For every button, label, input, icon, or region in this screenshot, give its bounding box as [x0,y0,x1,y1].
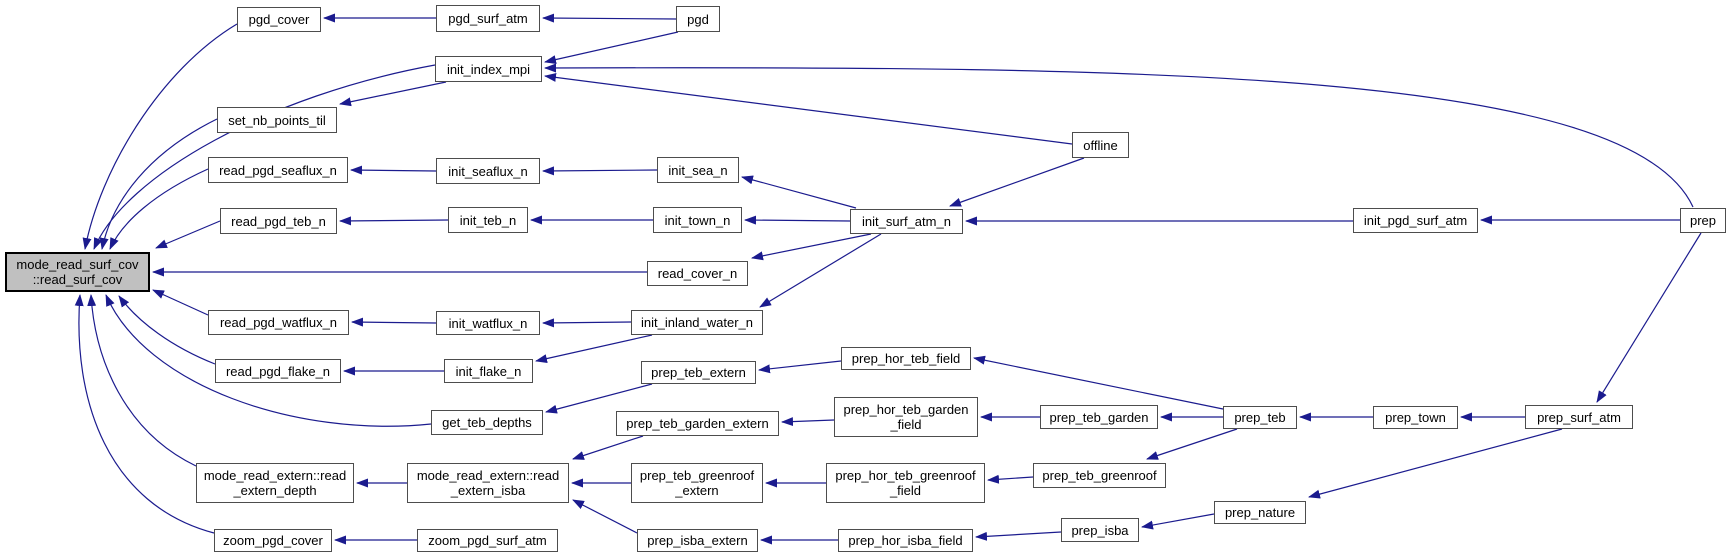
edge-init_surf_atm_n-to-init_town_n [744,215,851,225]
node-init_index_mpi[interactable]: init_index_mpi [435,56,542,82]
edge-prep-to-init_index_mpi [544,63,1694,208]
node-prep_hor_teb_field[interactable]: prep_hor_teb_field [841,347,971,370]
edge-init_surf_atm_n-to-read_cover_n [751,233,872,261]
node-read_pgd_watflux_n[interactable]: read_pgd_watflux_n [208,310,349,335]
node-pgd_cover[interactable]: pgd_cover [237,7,321,32]
node-init_sea_n[interactable]: init_sea_n [657,157,739,183]
edge-prep_hor_teb_field-to-prep_teb_extern [758,360,842,374]
node-init_flake_n[interactable]: init_flake_n [444,359,533,383]
node-read_pgd_flake_n[interactable]: read_pgd_flake_n [215,359,341,383]
edge-init_surf_atm_n-to-init_inland_water_n [759,233,882,308]
node-prep_hor_teb_garden_field[interactable]: prep_hor_teb_garden _field [834,397,978,437]
node-read_cover_n[interactable]: read_cover_n [647,261,748,286]
node-set_nb_points_til[interactable]: set_nb_points_til [217,107,337,133]
node-prep_town[interactable]: prep_town [1373,406,1458,429]
node-prep_teb_greenroof_extern[interactable]: prep_teb_greenroof _extern [631,463,763,503]
node-read_extern_depth[interactable]: mode_read_extern::read _extern_depth [196,463,354,503]
edge-prep_nature-to-prep_isba [1141,513,1215,530]
node-prep_isba_extern[interactable]: prep_isba_extern [637,529,758,552]
edge-read_pgd_teb_n-to-read_surf_cov [155,220,221,249]
node-prep_teb_garden[interactable]: prep_teb_garden [1040,405,1158,429]
edge-pgd_cover-to-read_surf_cov [82,23,238,250]
edge-prep_teb_greenroof-to-prep_hor_teb_greenroof_field [987,474,1034,484]
edge-get_teb_depths-to-read_surf_cov [105,294,432,427]
edge-pgd-to-init_index_mpi [544,31,679,64]
node-read_pgd_teb_n[interactable]: read_pgd_teb_n [220,208,337,234]
edge-pgd-to-pgd_surf_atm [542,13,677,23]
edge-offline-to-init_index_mpi [544,72,1073,145]
node-init_inland_water_n[interactable]: init_inland_water_n [631,310,763,335]
node-get_teb_depths[interactable]: get_teb_depths [431,410,543,435]
edge-read_extern_depth-to-read_surf_cov [87,294,197,467]
edge-init_watflux_n-to-read_pgd_watflux_n [351,317,437,327]
node-init_town_n[interactable]: init_town_n [653,207,742,233]
node-offline[interactable]: offline [1072,132,1129,158]
node-prep_hor_isba_field[interactable]: prep_hor_isba_field [838,529,973,552]
node-init_teb_n[interactable]: init_teb_n [448,207,528,233]
edge-prep_teb-to-prep_hor_teb_field [973,355,1224,410]
edge-prep-to-prep_surf_atm [1596,232,1702,403]
edge-read_pgd_seaflux_n-to-read_surf_cov [109,168,209,250]
node-prep_teb_greenroof[interactable]: prep_teb_greenroof [1033,463,1166,488]
edge-prep_teb-to-prep_teb_greenroof [1146,428,1238,460]
node-init_seaflux_n[interactable]: init_seaflux_n [436,158,540,184]
node-init_pgd_surf_atm[interactable]: init_pgd_surf_atm [1353,208,1478,233]
node-prep_hor_teb_greenroof_field[interactable]: prep_hor_teb_greenroof _field [826,463,985,503]
edge-init_index_mpi-to-read_surf_cov [93,64,436,250]
node-prep_nature[interactable]: prep_nature [1214,501,1306,524]
edge-init_inland_water_n-to-init_watflux_n [542,318,632,328]
node-prep_teb_garden_extern[interactable]: prep_teb_garden_extern [616,411,779,436]
node-read_pgd_seaflux_n[interactable]: read_pgd_seaflux_n [208,157,348,183]
edge-offline-to-init_surf_atm_n [949,157,1085,207]
edge-init_inland_water_n-to-init_flake_n [535,334,653,363]
node-init_watflux_n[interactable]: init_watflux_n [436,311,540,335]
edge-set_nb_points_til-to-read_surf_cov [99,118,218,250]
node-pgd_surf_atm[interactable]: pgd_surf_atm [436,5,540,32]
edge-prep_isba_extern-to-read_extern_isba [572,499,638,534]
edge-prep_surf_atm-to-prep_nature [1308,428,1563,499]
edge-init_index_mpi-to-set_nb_points_til [339,81,447,107]
edge-init_teb_n-to-read_pgd_teb_n [339,216,449,226]
edge-prep_hor_teb_garden_field-to-prep_teb_garden_extern [781,417,835,427]
node-prep[interactable]: prep [1680,208,1726,233]
edge-zoom_pgd_cover-to-read_surf_cov [74,294,215,534]
node-prep_isba[interactable]: prep_isba [1061,518,1139,542]
node-zoom_pgd_surf_atm[interactable]: zoom_pgd_surf_atm [417,529,558,552]
node-prep_surf_atm[interactable]: prep_surf_atm [1525,405,1633,429]
edge-init_surf_atm_n-to-init_sea_n [741,175,857,209]
node-zoom_pgd_cover[interactable]: zoom_pgd_cover [214,529,332,552]
node-read_extern_isba[interactable]: mode_read_extern::read _extern_isba [407,463,569,503]
node-pgd[interactable]: pgd [676,6,720,32]
edge-prep_teb_garden_extern-to-read_extern_isba [572,435,644,460]
node-prep_teb[interactable]: prep_teb [1223,406,1297,429]
edge-prep_isba-to-prep_hor_isba_field [975,531,1062,541]
node-init_surf_atm_n[interactable]: init_surf_atm_n [850,209,963,234]
node-prep_teb_extern[interactable]: prep_teb_extern [641,361,756,384]
edge-read_pgd_flake_n-to-read_surf_cov [118,295,216,365]
edge-read_pgd_watflux_n-to-read_surf_cov [152,289,209,316]
edge-init_sea_n-to-init_seaflux_n [542,166,658,176]
node-read_surf_cov: mode_read_surf_cov ::read_surf_cov [5,252,150,292]
edge-init_seaflux_n-to-read_pgd_seaflux_n [350,165,437,175]
edge-prep_teb_extern-to-get_teb_depths [545,383,653,414]
